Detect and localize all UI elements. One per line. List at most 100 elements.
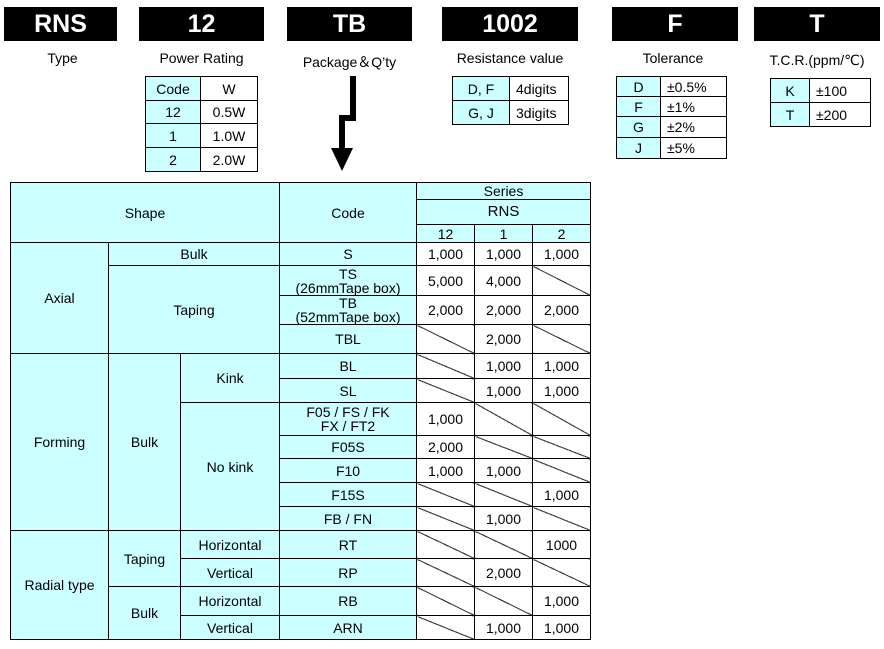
cell-empty bbox=[416, 558, 475, 587]
radial-bulk-vertical: Vertical bbox=[180, 615, 280, 640]
header-shape: Shape bbox=[10, 182, 280, 243]
cell-empty bbox=[416, 615, 475, 640]
cell-empty bbox=[416, 530, 475, 559]
power-value: 0.5W bbox=[200, 100, 258, 124]
header-rns: RNS bbox=[416, 199, 591, 225]
tcr-code: K bbox=[770, 78, 810, 103]
cell-value: 1,000 bbox=[474, 378, 533, 403]
cell-value: 2,000 bbox=[474, 558, 533, 587]
row-code: BL bbox=[279, 353, 417, 379]
cell-value: 1,000 bbox=[532, 482, 591, 507]
cell-value: 1,000 bbox=[532, 615, 591, 640]
tolerance-code: J bbox=[616, 137, 661, 159]
tcr-table: K ±100 T ±200 bbox=[770, 78, 871, 127]
power-value: 2.0W bbox=[200, 147, 258, 172]
radial-taping-horizontal: Horizontal bbox=[180, 530, 280, 559]
cell-value: 2,000 bbox=[474, 324, 533, 354]
cell-value: 2,000 bbox=[416, 435, 475, 459]
cell-value: 1,000 bbox=[416, 242, 475, 266]
cell-value: 1,000 bbox=[532, 586, 591, 616]
header-code: Code bbox=[279, 182, 417, 243]
row-code: F15S bbox=[279, 482, 417, 507]
resistance-code: D, F bbox=[452, 76, 510, 101]
row-code: RT bbox=[279, 530, 417, 559]
tolerance-code: F bbox=[616, 96, 661, 117]
tolerance-value: ±1% bbox=[660, 96, 727, 117]
header-col-12: 12 bbox=[416, 224, 475, 243]
label-power: Power Rating bbox=[159, 50, 244, 66]
cell-empty bbox=[532, 265, 591, 296]
cell-empty bbox=[532, 402, 591, 436]
group-forming: Forming bbox=[10, 353, 109, 531]
cell-value: 1,000 bbox=[416, 402, 475, 436]
forming-bulk: Bulk bbox=[108, 353, 181, 531]
cell-value: 1,000 bbox=[474, 506, 533, 531]
code-tcr: T bbox=[754, 7, 880, 41]
row-code: SL bbox=[279, 378, 417, 403]
power-header-w: W bbox=[200, 76, 258, 101]
code-type: RNS bbox=[4, 7, 117, 41]
radial-bulk: Bulk bbox=[108, 586, 181, 640]
label-resistance: Resistance value bbox=[456, 50, 564, 66]
cell-value: 1,000 bbox=[474, 353, 533, 379]
cell-empty bbox=[416, 506, 475, 531]
cell-empty bbox=[416, 324, 475, 354]
cell-empty bbox=[474, 402, 533, 436]
header-col-2: 2 bbox=[532, 224, 591, 243]
cell-empty bbox=[416, 378, 475, 403]
package-table: Shape Code Series RNS 12 1 2 Axial Bulk … bbox=[10, 182, 591, 640]
cell-value: 1,000 bbox=[474, 615, 533, 640]
label-package: Package＆Q’ty bbox=[302, 54, 397, 70]
cell-value: 1,000 bbox=[474, 458, 533, 483]
label-type: Type bbox=[47, 50, 78, 66]
radial-bulk-horizontal: Horizontal bbox=[180, 586, 280, 616]
row-code: RB bbox=[279, 586, 417, 616]
power-table: Code W 12 0.5W 1 1.0W 2 2.0W bbox=[145, 76, 258, 172]
row-code: F10 bbox=[279, 458, 417, 483]
resistance-value: 4digits bbox=[509, 76, 569, 101]
row-code: S bbox=[279, 242, 417, 266]
cell-value: 4,000 bbox=[474, 265, 533, 296]
tcr-code: T bbox=[770, 102, 810, 127]
cell-empty bbox=[474, 530, 533, 559]
cell-value: 1,000 bbox=[416, 458, 475, 483]
code-resistance: 1002 bbox=[442, 7, 578, 41]
power-code: 1 bbox=[145, 123, 201, 148]
row-code: ARN bbox=[279, 615, 417, 640]
tolerance-table: D ±0.5% F ±1% G ±2% J ±5% bbox=[616, 76, 727, 159]
cell-empty bbox=[474, 482, 533, 507]
cell-empty bbox=[416, 353, 475, 379]
cell-value: 2,000 bbox=[532, 295, 591, 325]
row-code: RP bbox=[279, 558, 417, 587]
radial-taping: Taping bbox=[108, 530, 181, 587]
axial-taping: Taping bbox=[108, 265, 280, 354]
group-axial: Axial bbox=[10, 242, 109, 354]
code-power: 12 bbox=[139, 7, 264, 41]
tcr-value: ±200 bbox=[809, 102, 871, 127]
header-col-1: 1 bbox=[474, 224, 533, 243]
cell-empty bbox=[416, 482, 475, 507]
code-package: TB bbox=[287, 7, 412, 41]
power-header-code: Code bbox=[145, 76, 201, 101]
tolerance-value: ±0.5% bbox=[660, 76, 727, 97]
cell-empty bbox=[474, 435, 533, 459]
tolerance-value: ±2% bbox=[660, 116, 727, 138]
cell-value: 1,000 bbox=[532, 242, 591, 266]
cell-value: 5,000 bbox=[416, 265, 475, 296]
power-code: 2 bbox=[145, 147, 201, 172]
cell-value: 2,000 bbox=[474, 295, 533, 325]
cell-value: 1,000 bbox=[532, 378, 591, 403]
cell-value: 2,000 bbox=[416, 295, 475, 325]
group-radial: Radial type bbox=[10, 530, 109, 640]
resistance-value: 3digits bbox=[509, 100, 569, 125]
label-tcr: T.C.R.(ppm/℃) bbox=[769, 52, 865, 68]
forming-kink: Kink bbox=[180, 353, 280, 403]
cell-value: 1,000 bbox=[474, 242, 533, 266]
cell-value: 1,000 bbox=[532, 353, 591, 379]
label-tolerance: Tolerance bbox=[642, 50, 704, 66]
power-value: 1.0W bbox=[200, 123, 258, 148]
tolerance-code: D bbox=[616, 76, 661, 97]
radial-taping-vertical: Vertical bbox=[180, 558, 280, 587]
cell-empty bbox=[532, 435, 591, 459]
